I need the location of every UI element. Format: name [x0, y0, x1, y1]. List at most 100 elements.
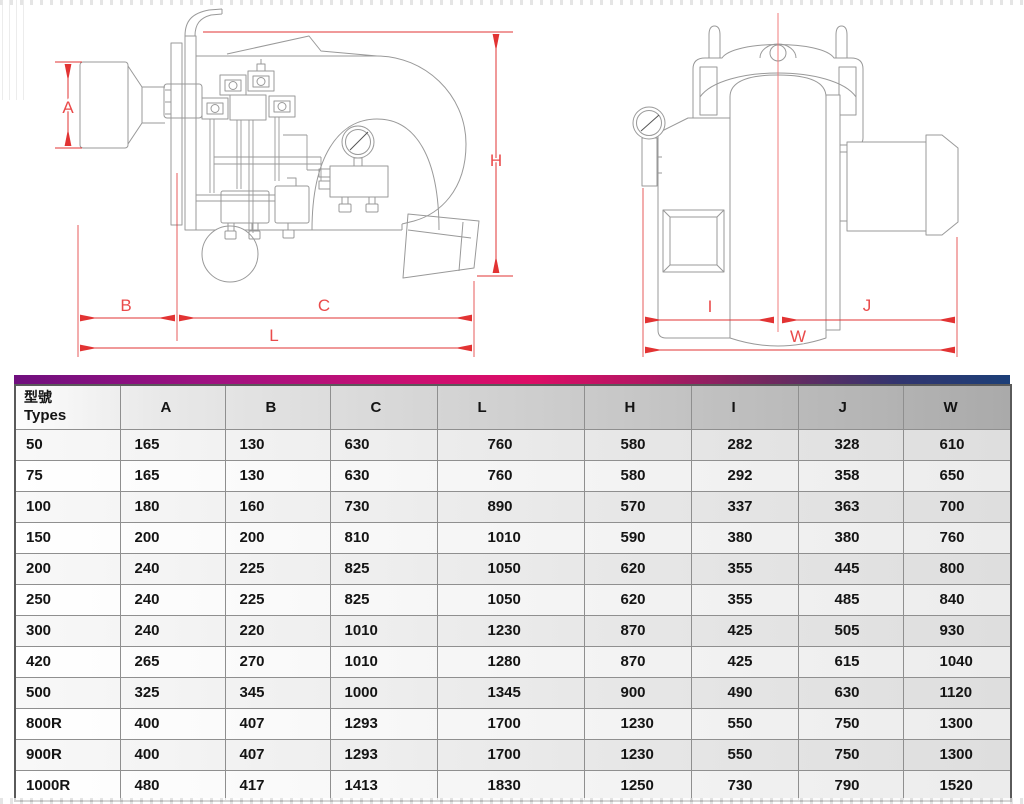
value-cell: 870 — [583, 614, 692, 647]
header-col-I: I — [690, 384, 799, 430]
value-cell: 1230 — [583, 707, 692, 740]
dim-label-C: C — [318, 296, 330, 315]
value-cell: 1700 — [436, 738, 585, 771]
value-cell: 130 — [224, 428, 331, 461]
front-view-drawing: I J W — [632, 13, 959, 357]
value-cell: 1010 — [329, 614, 438, 647]
value-cell: 328 — [797, 428, 904, 461]
value-cell: 1300 — [902, 707, 1012, 740]
header-col-B: B — [224, 384, 331, 430]
dim-label-L: L — [269, 326, 278, 345]
type-cell: 50 — [14, 428, 121, 461]
value-cell: 358 — [797, 459, 904, 492]
value-cell: 240 — [119, 614, 226, 647]
header-col-L: L — [436, 384, 585, 430]
value-cell: 282 — [690, 428, 799, 461]
dim-label-I: I — [708, 297, 713, 316]
value-cell: 225 — [224, 583, 331, 616]
value-cell: 355 — [690, 552, 799, 585]
value-cell: 550 — [690, 738, 799, 771]
value-cell: 363 — [797, 490, 904, 523]
value-cell: 610 — [902, 428, 1012, 461]
value-cell: 890 — [436, 490, 585, 523]
value-cell: 790 — [797, 769, 904, 802]
value-cell: 550 — [690, 707, 799, 740]
value-cell: 417 — [224, 769, 331, 802]
value-cell: 630 — [329, 459, 438, 492]
value-cell: 425 — [690, 645, 799, 678]
value-cell: 355 — [690, 583, 799, 616]
dim-label-W: W — [790, 327, 806, 346]
value-cell: 800 — [902, 552, 1012, 585]
header-col-A: A — [119, 384, 226, 430]
value-cell: 1050 — [436, 583, 585, 616]
value-cell: 485 — [797, 583, 904, 616]
value-cell: 750 — [797, 707, 904, 740]
value-cell: 1830 — [436, 769, 585, 802]
value-cell: 650 — [902, 459, 1012, 492]
value-cell: 580 — [583, 428, 692, 461]
lifting-pin — [835, 25, 848, 58]
type-cell: 420 — [14, 645, 121, 678]
value-cell: 1520 — [902, 769, 1012, 802]
value-cell: 292 — [690, 459, 799, 492]
side-plate — [825, 94, 841, 331]
type-cell: 800R — [14, 707, 121, 740]
header-types-zh: 型號 — [24, 388, 52, 405]
value-cell: 1120 — [902, 676, 1012, 709]
value-cell: 1230 — [583, 738, 692, 771]
header-types: 型號 Types — [14, 384, 121, 430]
type-cell: 500 — [14, 676, 121, 709]
value-cell: 345 — [224, 676, 331, 709]
value-cell: 505 — [797, 614, 904, 647]
value-cell: 445 — [797, 552, 904, 585]
value-cell: 1293 — [329, 707, 438, 740]
left-edge-artifact — [2, 0, 26, 100]
value-cell: 730 — [329, 490, 438, 523]
outlet-flange — [402, 213, 480, 279]
value-cell: 225 — [224, 552, 331, 585]
value-cell: 700 — [902, 490, 1012, 523]
dim-label-B: B — [120, 296, 131, 315]
air-inlet-window — [662, 209, 725, 273]
value-cell: 490 — [690, 676, 799, 709]
left-body — [657, 117, 733, 339]
value-cell: 615 — [797, 645, 904, 678]
value-cell: 760 — [436, 459, 585, 492]
value-cell: 930 — [902, 614, 1012, 647]
value-cell: 220 — [224, 614, 331, 647]
value-cell: 620 — [583, 552, 692, 585]
value-cell: 840 — [902, 583, 1012, 616]
type-cell: 250 — [14, 583, 121, 616]
lifting-pin — [708, 25, 721, 58]
value-cell: 130 — [224, 459, 331, 492]
type-cell: 1000R — [14, 769, 121, 802]
value-cell: 480 — [119, 769, 226, 802]
value-cell: 337 — [690, 490, 799, 523]
value-cell: 750 — [797, 738, 904, 771]
type-cell: 150 — [14, 521, 121, 554]
value-cell: 325 — [119, 676, 226, 709]
oil-pump — [201, 225, 259, 283]
value-cell: 1230 — [436, 614, 585, 647]
header-col-W: W — [902, 384, 1012, 430]
value-cell: 165 — [119, 459, 226, 492]
ignition-cable — [184, 8, 223, 37]
type-cell: 100 — [14, 490, 121, 523]
dim-label-H: H — [490, 151, 502, 170]
value-cell: 1000 — [329, 676, 438, 709]
value-cell: 1345 — [436, 676, 585, 709]
value-cell: 1040 — [902, 645, 1012, 678]
value-cell: 1413 — [329, 769, 438, 802]
dim-label-A: A — [62, 98, 74, 117]
